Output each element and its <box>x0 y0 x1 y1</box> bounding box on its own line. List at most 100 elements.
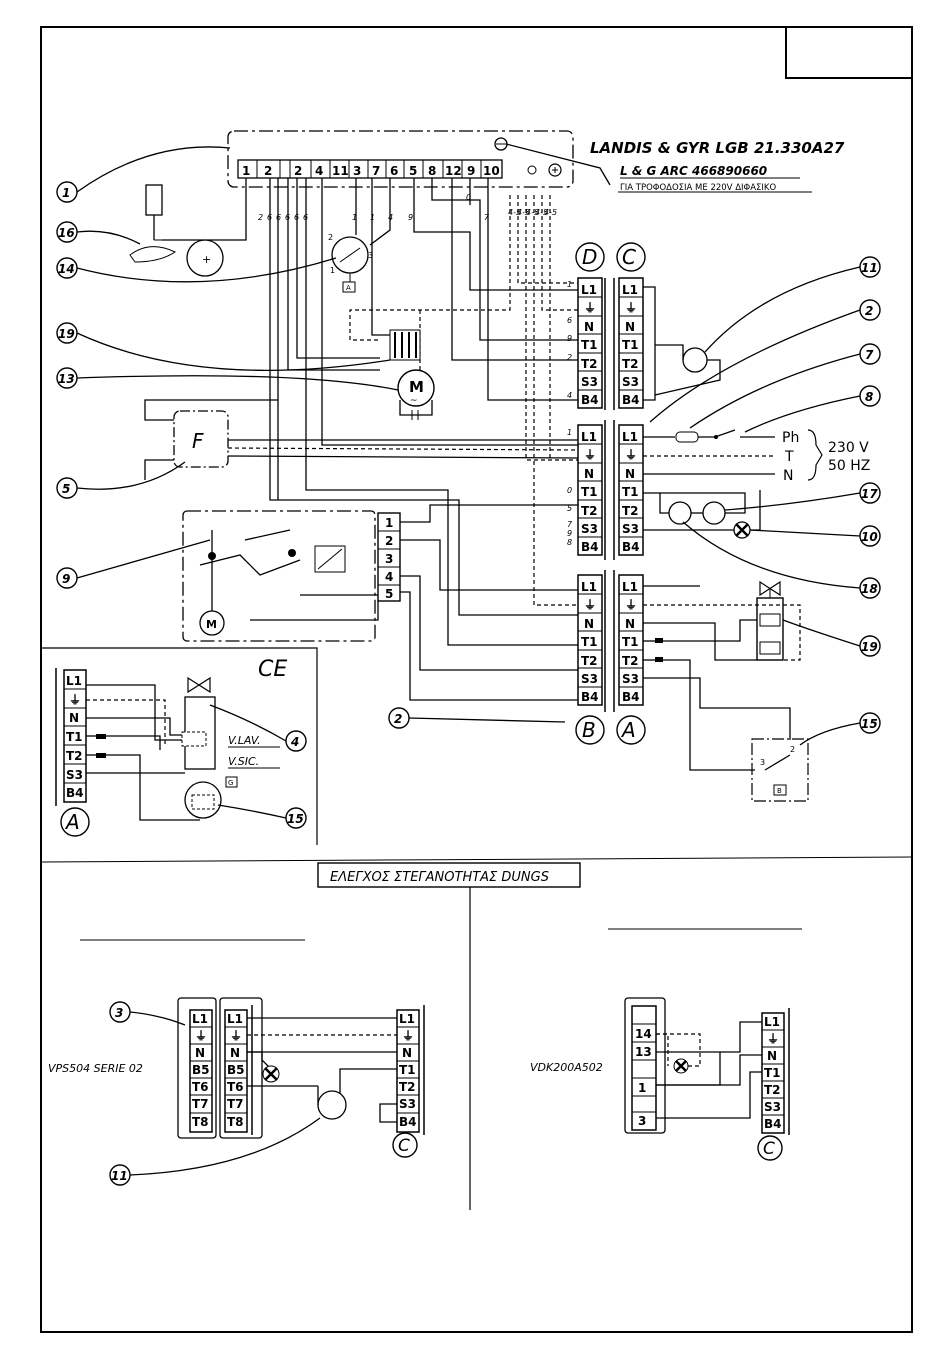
row-label: T2 <box>581 357 598 371</box>
page-frame <box>40 26 913 1333</box>
pressure-lamp <box>682 347 708 373</box>
transformer <box>389 329 421 361</box>
row-label: L1 <box>581 580 597 594</box>
svg-text:3: 3 <box>115 1006 123 1020</box>
row-label: T2 <box>622 504 639 518</box>
wire-number: 4-5 <box>517 208 530 217</box>
ce-panel: CE L1 ⏚ N T1 T2 S3 B4 A V.LAV. V.SIC. <box>41 647 318 845</box>
title-block: LANDIS & GYR LGB 21.330A27 L & G ARC 466… <box>590 139 845 193</box>
wire-number: 4-5 <box>508 208 521 217</box>
row-label: B4 <box>581 540 599 554</box>
svg-text:M: M <box>206 618 217 631</box>
cb-terminal-5: 5 <box>409 164 417 178</box>
svg-text:G: G <box>228 779 233 787</box>
wire-number: 9 <box>567 334 572 343</box>
wire-number: 1 <box>352 213 357 222</box>
row-label: T2 <box>399 1080 416 1094</box>
row-label: S3 <box>622 672 639 686</box>
row-label: S3 <box>399 1097 416 1111</box>
row-label: L1 <box>581 283 597 297</box>
row-label: 1 <box>638 1081 646 1095</box>
terminal-strip-mid-left <box>577 420 606 560</box>
dungs-header-text: ΕΛΕΓΧΟΣ ΣΤΕΓΑΝΟΤΗΤΑΣ DUNGS <box>330 870 549 885</box>
wire-number: 4-5 <box>544 208 557 217</box>
row-label: B4 <box>581 393 599 407</box>
svg-text:19: 19 <box>58 327 75 341</box>
svg-text:4: 4 <box>290 735 299 749</box>
svg-text:8: 8 <box>865 390 873 404</box>
ce-title: CE <box>258 657 287 682</box>
row-label: T2 <box>581 504 598 518</box>
row-label: ⏚ <box>584 301 596 315</box>
row-label: ⏚ <box>402 1029 414 1043</box>
svg-text:19: 19 <box>861 640 878 654</box>
row-label: B5 <box>192 1063 210 1077</box>
strip-row-separators <box>578 296 643 688</box>
vdk-label: VDK200A502 <box>530 1061 603 1074</box>
power-voltage: 230 V <box>828 440 869 456</box>
row-label: S3 <box>66 768 83 782</box>
operation-lamp <box>702 501 726 525</box>
wire-number: 1 <box>567 428 572 437</box>
row-label: N <box>230 1046 240 1060</box>
callout-7: 7 <box>859 343 881 365</box>
row-label: T6 <box>192 1080 209 1094</box>
terminal-strip-mid-right <box>613 420 644 560</box>
filter-box: F <box>144 399 579 480</box>
row-label: T2 <box>622 654 639 668</box>
wire-number: 8 <box>567 538 572 547</box>
callout-13: 13 <box>56 367 78 389</box>
row-label: B4 <box>764 1117 782 1131</box>
cb-terminal-9: 9 <box>467 164 475 178</box>
row-label: N <box>69 711 79 725</box>
row-label: L1 <box>622 580 638 594</box>
svg-text:~: ~ <box>410 396 418 406</box>
wire-numbers-top: 2 6 6 6 6 6 1 1 4 9 0 7 4-5 4-5 4-5 4-5 … <box>258 193 557 222</box>
title-line3: ΓΙΑ ΤΡΟΦΟΔΟΣΙΑ ΜΕ 220V ΔΙΦΑΣΙΚΟ <box>620 183 776 193</box>
row-label: B4 <box>622 690 640 704</box>
callout-11: 11 <box>859 256 881 278</box>
cb-terminal-2b: 2 <box>294 164 302 178</box>
row-label: T2 <box>581 654 598 668</box>
cb-terminal-7: 7 <box>372 164 380 178</box>
row-label: 3 <box>638 1114 646 1128</box>
callouts: 1 16 14 19 13 5 9 11 2 7 8 17 10 18 19 1… <box>56 146 881 1186</box>
callout-18: 18 <box>859 577 881 599</box>
callout-19a: 19 <box>56 322 78 344</box>
svg-text:2: 2 <box>865 304 873 318</box>
lockout-lamp <box>668 501 692 525</box>
row-label: ⏚ <box>230 1029 242 1043</box>
burner-motor: M ~ <box>397 369 435 420</box>
svg-text:5: 5 <box>62 482 70 496</box>
wire-number: 2 <box>258 213 263 222</box>
vdk-connector-C-label: C <box>763 1139 775 1159</box>
row-label: L1 <box>399 1012 415 1026</box>
f-label: F <box>192 429 204 453</box>
row-label: L1 <box>227 1012 243 1026</box>
connector-B: B <box>575 570 606 745</box>
row-label: L1 <box>622 430 638 444</box>
svg-text:16: 16 <box>58 226 75 240</box>
motor-label: M <box>409 378 424 396</box>
wire-number: 4 <box>567 391 572 400</box>
wire-number: 4-5 <box>535 208 548 217</box>
row-label: T1 <box>399 1063 416 1077</box>
wire-number: 1 <box>370 213 375 222</box>
svg-text:B: B <box>777 787 782 795</box>
cb-terminal-11: 11 <box>332 164 349 178</box>
callout-11b: 11 <box>109 1164 131 1186</box>
row-label: ⏚ <box>625 448 637 462</box>
right-wiring: Ph T N 230 V 50 HZ 23 <box>643 286 870 802</box>
power-n: N <box>783 468 793 484</box>
wire-number: 0 <box>567 486 572 495</box>
row-label: L1 <box>764 1015 780 1029</box>
cb-terminal-4: 4 <box>315 164 323 178</box>
svg-text:14: 14 <box>58 262 75 276</box>
callout-10: 10 <box>859 525 881 547</box>
vdk200-section: VDK200A502 14 13 1 3 L1 ⏚ N T1 T2 S3 B4 <box>530 997 790 1161</box>
wire-number: 5 <box>567 504 572 513</box>
connector-C-label: C <box>622 245 636 269</box>
svg-text:10: 10 <box>861 530 878 544</box>
cb-terminal-8: 8 <box>428 164 436 178</box>
